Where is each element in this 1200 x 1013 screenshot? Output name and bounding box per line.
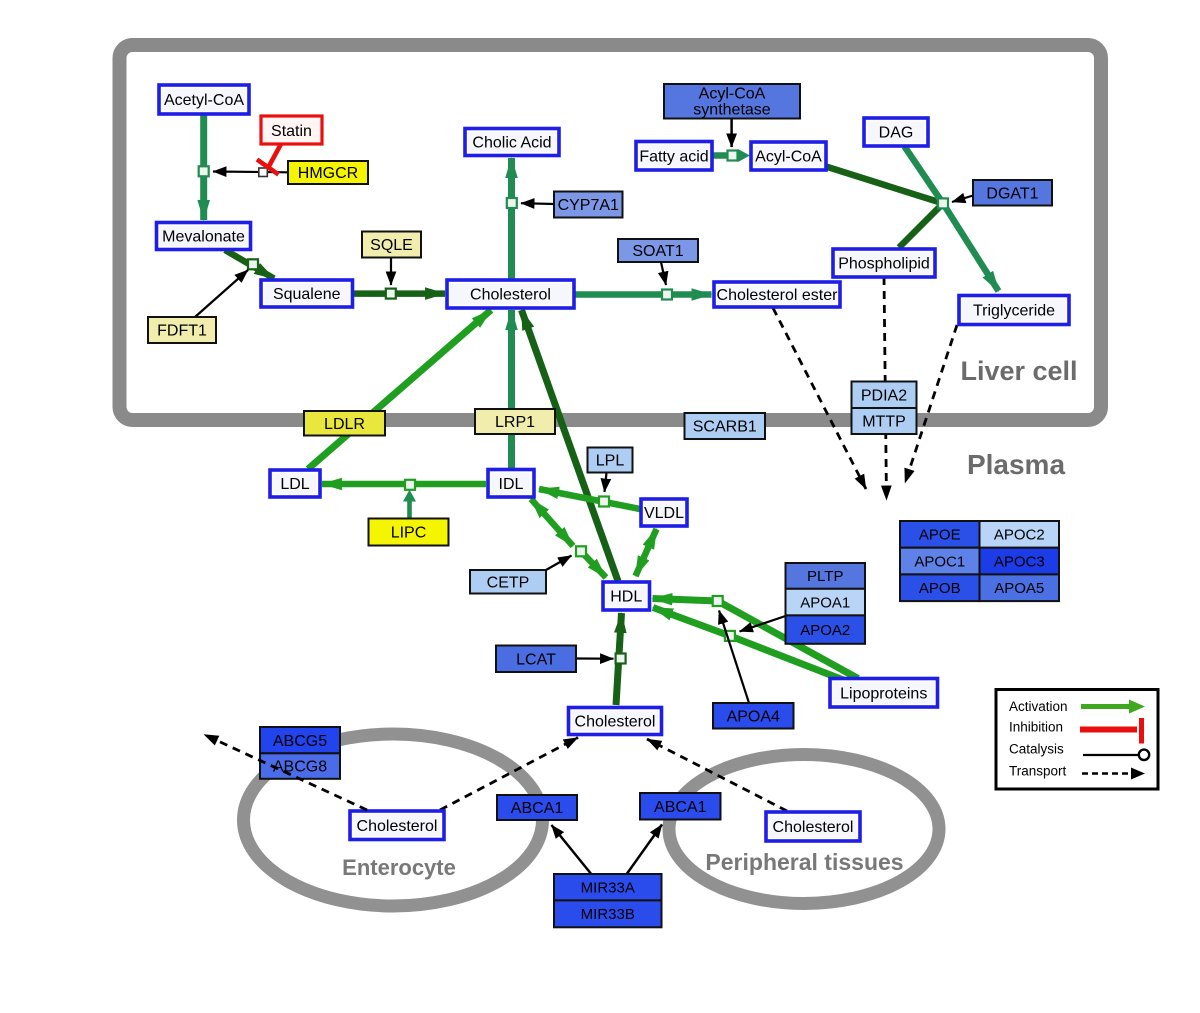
svg-text:PLTP: PLTP <box>807 568 843 585</box>
svg-text:SOAT1: SOAT1 <box>632 243 683 260</box>
svg-text:SCARB1: SCARB1 <box>693 419 757 436</box>
svg-text:Transport: Transport <box>1009 764 1067 779</box>
svg-text:Catalysis: Catalysis <box>1009 742 1064 757</box>
svg-text:Lipoproteins: Lipoproteins <box>840 685 927 702</box>
svg-text:LCAT: LCAT <box>516 651 556 668</box>
svg-text:LDL: LDL <box>280 476 309 493</box>
svg-text:Acetyl-CoA: Acetyl-CoA <box>164 92 244 109</box>
svg-text:Cholesterol: Cholesterol <box>357 818 438 835</box>
svg-text:Statin: Statin <box>271 123 312 140</box>
svg-text:APOC1: APOC1 <box>914 553 965 570</box>
svg-text:Squalene: Squalene <box>273 286 341 303</box>
svg-text:LPL: LPL <box>596 453 625 470</box>
svg-text:ABCA1: ABCA1 <box>511 800 564 817</box>
svg-text:Cholesterol: Cholesterol <box>575 714 656 731</box>
svg-text:PDIA2: PDIA2 <box>861 387 907 404</box>
svg-text:Mevalonate: Mevalonate <box>162 229 245 246</box>
svg-text:ABCA1: ABCA1 <box>654 799 707 816</box>
svg-text:Plasma: Plasma <box>967 449 1065 480</box>
svg-text:HMGCR: HMGCR <box>298 165 358 182</box>
svg-text:MIR33A: MIR33A <box>581 879 635 896</box>
svg-text:Cholesterol: Cholesterol <box>773 819 854 836</box>
svg-text:Cholic Acid: Cholic Acid <box>472 135 551 152</box>
svg-text:FDFT1: FDFT1 <box>157 323 207 340</box>
svg-text:SQLE: SQLE <box>370 237 413 254</box>
svg-text:LIPC: LIPC <box>391 525 427 542</box>
svg-text:APOA2: APOA2 <box>800 622 850 639</box>
svg-text:Peripheral tissues: Peripheral tissues <box>705 849 903 875</box>
svg-text:Acyl-CoA: Acyl-CoA <box>755 149 822 166</box>
svg-text:LDLR: LDLR <box>324 416 365 433</box>
svg-text:APOA1: APOA1 <box>800 594 850 611</box>
svg-text:CYP7A1: CYP7A1 <box>558 197 619 214</box>
svg-text:APOA5: APOA5 <box>994 580 1044 597</box>
svg-text:APOB: APOB <box>919 580 961 597</box>
svg-text:Enterocyte: Enterocyte <box>342 855 456 880</box>
svg-text:Acyl-CoA: Acyl-CoA <box>699 86 766 103</box>
svg-text:VLDL: VLDL <box>644 505 684 522</box>
svg-text:synthetase: synthetase <box>693 102 770 119</box>
svg-text:HDL: HDL <box>610 589 642 606</box>
svg-text:APOE: APOE <box>919 527 961 544</box>
svg-text:LRP1: LRP1 <box>495 414 535 431</box>
svg-text:IDL: IDL <box>499 476 524 493</box>
svg-text:APOA4: APOA4 <box>727 708 780 725</box>
svg-text:Cholesterol ester: Cholesterol ester <box>717 287 839 304</box>
svg-text:DAG: DAG <box>879 125 914 142</box>
svg-text:DGAT1: DGAT1 <box>986 185 1038 202</box>
svg-text:Inhibition: Inhibition <box>1009 720 1063 735</box>
svg-text:Triglyceride: Triglyceride <box>973 303 1055 320</box>
svg-text:CETP: CETP <box>487 574 530 591</box>
svg-text:Fatty acid: Fatty acid <box>639 148 708 165</box>
svg-text:Phospholipid: Phospholipid <box>838 256 930 273</box>
svg-text:MTTP: MTTP <box>862 414 906 431</box>
svg-text:Liver cell: Liver cell <box>960 356 1077 386</box>
svg-text:ABCG5: ABCG5 <box>273 733 327 750</box>
svg-text:Cholesterol: Cholesterol <box>470 287 551 304</box>
svg-text:ABCG8: ABCG8 <box>273 759 327 776</box>
svg-text:APOC2: APOC2 <box>994 527 1045 544</box>
svg-text:Activation: Activation <box>1009 699 1068 714</box>
svg-text:APOC3: APOC3 <box>994 553 1045 570</box>
svg-text:MIR33B: MIR33B <box>581 906 635 923</box>
